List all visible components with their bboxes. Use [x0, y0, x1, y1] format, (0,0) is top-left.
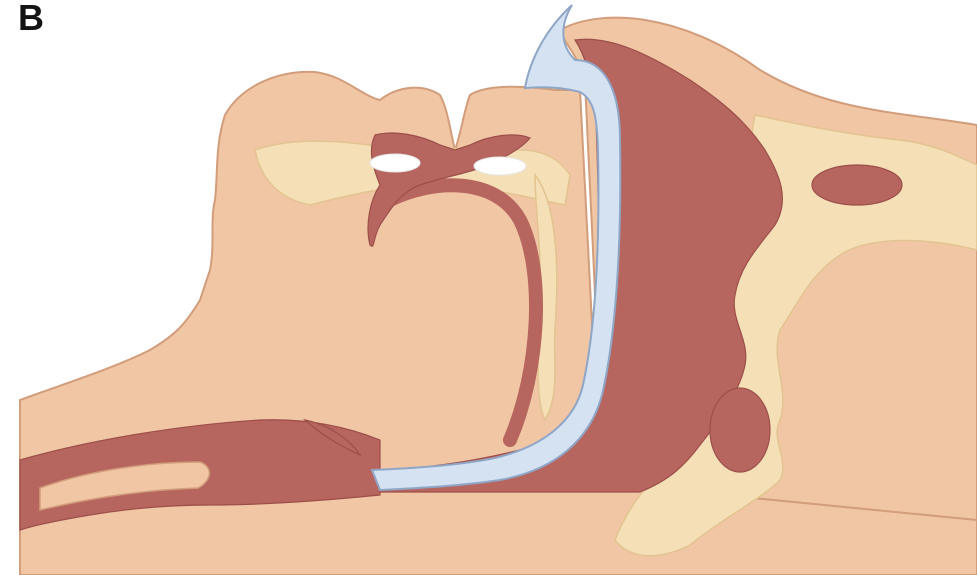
vertebral-cavity — [710, 388, 770, 472]
upper-teeth — [370, 154, 420, 172]
sinus-cavity — [812, 165, 902, 205]
lower-teeth — [474, 157, 526, 175]
